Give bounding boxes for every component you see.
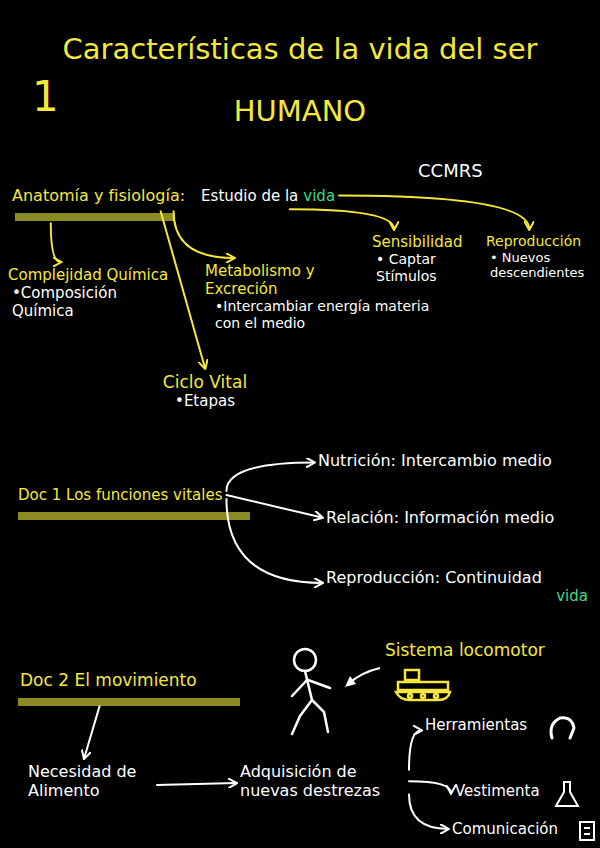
doc-heading: Doc 2 El movimiento (20, 670, 197, 690)
pointer-arrow-head (345, 676, 356, 687)
stick-figure (292, 649, 330, 734)
node-text: •Composición Química (12, 284, 137, 320)
node-text: Comunicación (452, 820, 558, 838)
diagram-title: Características de la vida del ser HUMAN… (20, 18, 580, 142)
node-text: vida (326, 587, 588, 605)
mnemonic-note: CCMRS (418, 160, 483, 182)
flask-icon (556, 782, 578, 806)
node-text: Doc 2 El movimiento (20, 670, 197, 690)
node-text: Necesidad de Alimento (28, 762, 153, 800)
node-text: Metabolismo y Excreción (205, 262, 330, 298)
outcome-note: Comunicación (452, 820, 558, 838)
tank-icon (396, 670, 450, 700)
connector-arrow (226, 463, 314, 491)
connector-arrow (84, 706, 99, 758)
connector-arrow (161, 211, 205, 368)
node-text: Sensibilidad (372, 233, 482, 251)
connector-arrow (174, 211, 234, 258)
book-icon (580, 822, 594, 840)
wrench-icon (551, 718, 574, 738)
feature-note: Ciclo Vital•Etapas (160, 372, 250, 410)
function-note: Nutrición: Intercambio medio (318, 451, 552, 470)
node-text: • Captar Stímulos (376, 251, 482, 285)
callout-number: 1 (32, 72, 59, 122)
node-text: •Intercambiar energía materia con el med… (215, 298, 450, 332)
step-note: Adquisición de nuevas destrezas (240, 762, 405, 800)
node-text: Adquisición de nuevas destrezas (240, 762, 405, 800)
function-note: Relación: Información medio (326, 508, 554, 527)
node-text: Complejidad Química (8, 266, 183, 284)
node-text: Estudio de la (201, 187, 298, 205)
connector-arrow (157, 783, 236, 785)
connector-arrow (290, 209, 394, 229)
outcome-note: Vestimenta (455, 782, 540, 800)
connector-arrow (226, 499, 322, 583)
feature-note: Sensibilidad• Captar Stímulos (372, 233, 482, 285)
node-text: Reproducción: Continuidad (326, 568, 588, 587)
doc-heading: Doc 1 Los funciones vitales (18, 486, 222, 504)
connector-arrow (409, 730, 421, 769)
topic-heading: Anatomía y fisiología: Estudio de la vida (12, 186, 335, 205)
node-text: Herramientas (425, 716, 527, 734)
connector-arrow (409, 795, 448, 829)
node-text: Ciclo Vital (160, 372, 250, 392)
connector-arrow (226, 495, 322, 518)
underline-bar (15, 213, 175, 221)
connector-arrow (339, 196, 529, 229)
node-text: Doc 1 Los funciones vitales (18, 486, 222, 504)
node-text: Reproducción (486, 233, 594, 250)
function-note: Reproducción: Continuidadvida (326, 568, 588, 605)
feature-note: Complejidad Química•Composición Química (8, 266, 183, 320)
node-text: •Etapas (160, 392, 250, 410)
node-text: • Nuevos descendientes (490, 250, 594, 281)
feature-note: Reproducción• Nuevos descendientes (486, 233, 594, 281)
node-text: Sistema locomotor (385, 640, 545, 660)
underline-bar (18, 698, 240, 706)
node-text: Vestimenta (455, 782, 540, 800)
connector-arrow (409, 781, 451, 793)
outcome-note: Herramientas (425, 716, 527, 734)
node-text: Relación: Información medio (326, 508, 554, 527)
node-text: Nutrición: Intercambio medio (318, 451, 552, 470)
step-note: Necesidad de Alimento (28, 762, 153, 800)
connector-arrow (51, 223, 61, 262)
node-text: Anatomía y fisiología: (12, 186, 185, 205)
underline-bar (18, 512, 250, 520)
system-note: Sistema locomotor (385, 640, 545, 660)
node-text: vida (303, 187, 335, 205)
